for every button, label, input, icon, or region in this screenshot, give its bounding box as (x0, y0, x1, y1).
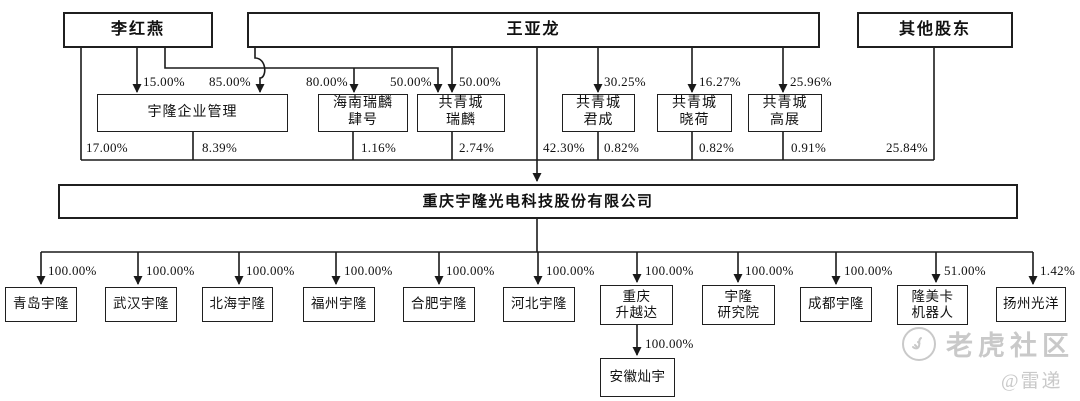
node-hefei-yulong: 合肥宇隆 (403, 287, 475, 322)
node-qingdao-yulong: 青岛宇隆 (5, 287, 77, 322)
pct-shengyueda-to-anhui: 100.00% (645, 336, 694, 351)
watermark-brand: 老虎社区 (946, 331, 1074, 361)
pct-other-to-company: 25.84% (886, 140, 928, 155)
node-gongqingcheng-ruilin: 共青城 瑞麟 (417, 94, 505, 132)
pct-li-to-company: 17.00% (86, 140, 128, 155)
tiger-community-logo-icon (902, 326, 936, 361)
pct-company-to-yangzhou: 1.42% (1040, 263, 1076, 278)
pct-company-to-qingdao: 100.00% (48, 263, 97, 278)
pct-company-to-longmeika: 51.00% (944, 263, 986, 278)
pct-wang-to-gaozhan: 25.96% (790, 74, 832, 89)
pct-company-to-wuhan: 100.00% (146, 263, 195, 278)
pct-wang-to-xiaohe: 16.27% (699, 74, 741, 89)
node-gongqingcheng-xiaohe: 共青城 晓荷 (657, 94, 732, 132)
pct-juncheng-to-company: 0.82% (604, 140, 640, 155)
node-yulong-management: 宇隆企业管理 (97, 94, 288, 132)
pct-gaozhan-to-company: 0.91% (791, 140, 827, 155)
pct-ruilin-to-company: 2.74% (459, 140, 495, 155)
node-li-hongyan: 李红燕 (63, 12, 213, 48)
pct-wang-to-ruilin: 50.00% (459, 74, 501, 89)
node-yangzhou-guangyang: 扬州光洋 (996, 287, 1066, 322)
pct-wang-to-company: 42.30% (543, 140, 585, 155)
pct-xiaohe-to-company: 0.82% (699, 140, 735, 155)
pct-company-to-shengyueda: 100.00% (645, 263, 694, 278)
pct-mgmt-to-company: 8.39% (202, 140, 238, 155)
pct-li-to-ruilin: 50.00% (390, 74, 432, 89)
node-chengdu-yulong: 成都宇隆 (800, 287, 872, 322)
pct-li-to-hainan: 80.00% (306, 74, 348, 89)
node-company: 重庆宇隆光电科技股份有限公司 (58, 184, 1018, 219)
pct-company-to-beihai: 100.00% (246, 263, 295, 278)
node-wuhan-yulong: 武汉宇隆 (105, 287, 177, 322)
pct-company-to-hebei: 100.00% (546, 263, 595, 278)
node-chongqing-shengyueda: 重庆 升越达 (600, 285, 673, 325)
pct-company-to-chengdu: 100.00% (844, 263, 893, 278)
pct-company-to-research: 100.00% (745, 263, 794, 278)
node-fuzhou-yulong: 福州宇隆 (303, 287, 375, 322)
watermark-handle: @雷递 (1001, 371, 1063, 392)
pct-wang-to-juncheng: 30.25% (604, 74, 646, 89)
node-anhui-canyu: 安徽灿宇 (600, 358, 675, 397)
watermark-brand-row: 老虎社区 (902, 324, 1074, 363)
node-other-shareholders: 其他股东 (857, 12, 1013, 48)
node-beihai-yulong: 北海宇隆 (202, 287, 273, 322)
node-longmeika-robot: 隆美卡 机器人 (897, 285, 968, 325)
pct-wang-to-mgmt: 85.00% (209, 74, 251, 89)
pct-company-to-fuzhou: 100.00% (344, 263, 393, 278)
node-wang-yalong: 王亚龙 (247, 12, 820, 48)
node-gongqingcheng-gaozhan: 共青城 高展 (748, 94, 822, 132)
pct-hainan-to-company: 1.16% (361, 140, 397, 155)
node-yulong-research-institute: 宇隆 研究院 (702, 285, 775, 325)
node-hebei-yulong: 河北宇隆 (503, 287, 575, 322)
pct-company-to-hefei: 100.00% (446, 263, 495, 278)
node-hainan-ruilin-no4: 海南瑞麟 肆号 (318, 94, 408, 132)
pct-li-to-mgmt: 15.00% (143, 74, 185, 89)
node-gongqingcheng-juncheng: 共青城 君成 (562, 94, 635, 132)
